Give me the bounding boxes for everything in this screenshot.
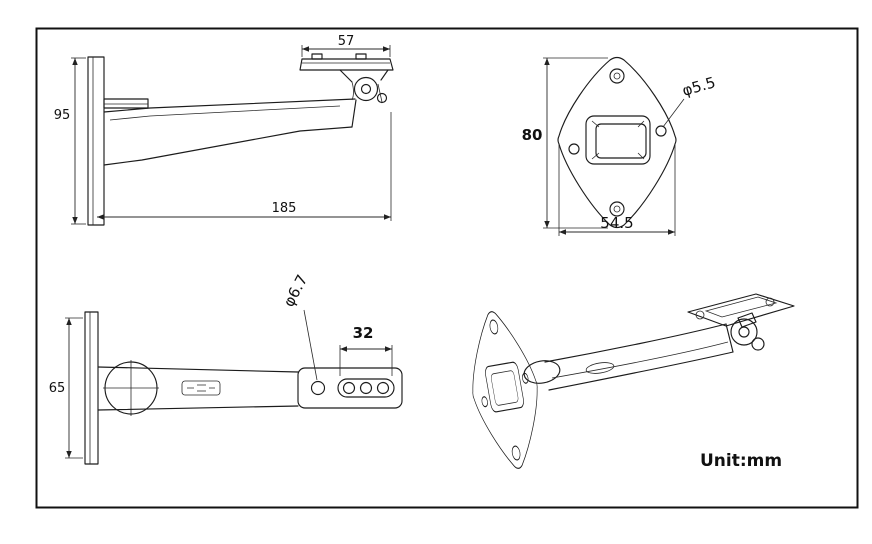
top-view-arm [97, 366, 403, 411]
dim-label-54-5: 54.5 [600, 214, 633, 232]
top-view-boss [103, 360, 159, 416]
perspective-arm [523, 323, 734, 391]
dim-label-57: 57 [338, 34, 355, 49]
dimension-185: 185 [97, 112, 392, 221]
dimension-32: 32 [339, 324, 393, 376]
base-plate-outline [557, 56, 677, 229]
dim-label-185: 185 [272, 201, 297, 216]
dim-label-32: 32 [353, 324, 374, 342]
dimension-80: 80 [522, 57, 608, 229]
dimension-54-5: 54.5 [558, 144, 676, 236]
side-view: 57 95 185 [54, 34, 394, 226]
top-view-holes [310, 378, 395, 398]
dimension-65: 65 [49, 317, 83, 459]
dim-label-95: 95 [54, 108, 71, 123]
dim-label-65: 65 [49, 381, 66, 396]
unit-label: Unit:mm [700, 451, 782, 471]
base-plate-view: 80 φ5.5 54.5 [522, 56, 718, 236]
side-view-arm [103, 98, 357, 166]
perspective-head [687, 293, 795, 351]
base-plate-center-opening [585, 115, 651, 165]
dimension-95: 95 [54, 57, 86, 225]
drawing-border [35, 27, 859, 509]
base-plate-screw-holes [568, 68, 667, 217]
dim-label-80: 80 [522, 126, 543, 144]
side-view-head [299, 53, 394, 104]
side-view-wall-plate [87, 56, 149, 226]
brand-stamp [181, 380, 221, 396]
top-view-wall-plate [84, 311, 99, 465]
dimension-57: 57 [301, 34, 391, 57]
perspective-view [472, 293, 795, 469]
